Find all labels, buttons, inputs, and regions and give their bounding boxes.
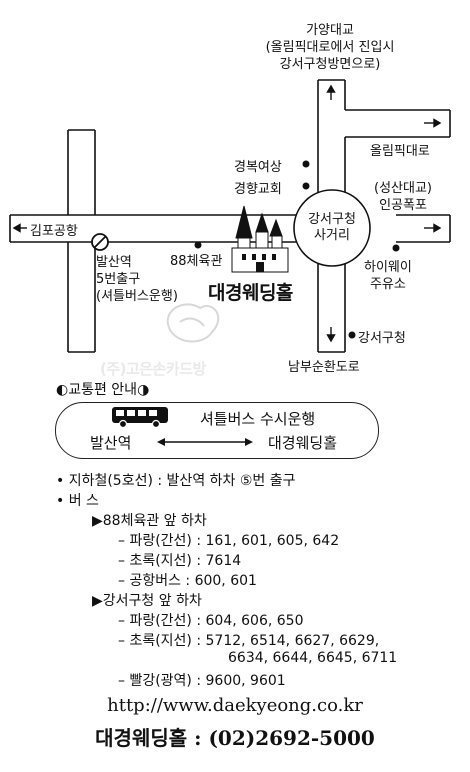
transport-heading: ◐교통편 안내◑: [56, 382, 150, 398]
website-url[interactable]: http://www.daekyeong.co.kr: [107, 695, 363, 716]
subway-icon: [91, 233, 109, 251]
transport-line: – 파랑(간선) : 604, 606, 650: [118, 613, 304, 629]
arrow-left-icon: [12, 223, 27, 233]
transport-line: – 초록(지선) : 7614: [118, 553, 242, 569]
gimpo-label: 김포공항: [30, 224, 78, 239]
arrow-right-icon: [424, 118, 442, 128]
balsan-line-3: (셔틀버스운행): [96, 289, 178, 304]
arrow-up-icon: [326, 84, 336, 100]
gyeongbok-label: 경복여상: [234, 160, 282, 175]
castle-icon: [231, 205, 289, 273]
shuttle-title: 셔틀버스 수시운행: [200, 410, 316, 428]
highway-line-1: 하이웨이: [364, 260, 412, 275]
double-arrow-icon: [157, 438, 253, 446]
transport-line: – 빨강(광역) : 9600, 9601: [118, 673, 286, 689]
north-line-2: (올림픽대로에서 진입시: [265, 40, 395, 55]
transport-line: – 초록(지선) : 5712, 6514, 6627, 6629,: [118, 633, 380, 649]
balsan-line-1: 발산역: [96, 255, 132, 270]
balsan-line-2: 5번출구: [96, 272, 141, 287]
junction-circle: [293, 189, 371, 267]
watermark-logo-icon: [166, 303, 220, 343]
junction-line-1: 강서구청: [308, 212, 356, 227]
transport-line: – 공항버스 : 600, 601: [118, 573, 257, 589]
landmark-dot: [302, 182, 310, 190]
seongsan-line-1: (성산대교): [374, 181, 432, 196]
shuttle-from: 발산역: [90, 434, 132, 452]
arrow-right-icon: [424, 223, 442, 233]
transport-line: • 버 스: [56, 493, 99, 509]
transport-line: ▶88체육관 앞 하차: [92, 513, 207, 529]
arrow-down-icon: [326, 327, 336, 343]
seongsan-line-2: 인공폭포: [379, 198, 427, 213]
landmark-dot: [194, 241, 202, 249]
watermark-text: (주)고은손카드방: [100, 360, 206, 378]
balsan-label: 발산역 5번출구 (셔틀버스운행): [96, 254, 178, 305]
gangseo-office-label: 강서구청: [358, 331, 406, 346]
highway-line-2: 주유소: [369, 277, 406, 292]
shuttle-to: 대경웨딩홀: [268, 434, 338, 452]
transport-line: – 파랑(간선) : 161, 601, 605, 642: [118, 533, 340, 549]
transport-line: • 지하철(5호선) : 발산역 하차 ⑤번 출구: [56, 473, 296, 489]
landmark-dot: [392, 244, 400, 252]
road-map: [9, 79, 451, 353]
highway-label: 하이웨이 주유소: [364, 259, 412, 293]
bus-icon: [112, 407, 168, 429]
shuttle-box: [55, 402, 379, 459]
nambu-label: 남부순환도로: [288, 360, 360, 375]
north-direction-label: 가양대교 (올림픽대로에서 진입시 강서구청방면으로): [240, 22, 420, 73]
north-line-1: 가양대교: [306, 23, 354, 38]
gyeonghyang-label: 경향교회: [234, 182, 282, 197]
junction-label: 강서구청 사거리: [298, 212, 366, 244]
venue-label: 대경웨딩홀: [208, 282, 293, 304]
landmark-dot: [302, 160, 310, 168]
olympic-road-label: 올림픽대로: [370, 144, 430, 159]
seongsan-label: (성산대교) 인공폭포: [374, 180, 432, 214]
transport-line: ▶강서구청 앞 하차: [92, 593, 202, 609]
transport-line: 6634, 6644, 6645, 6711: [228, 650, 398, 666]
junction-line-2: 사거리: [314, 228, 350, 243]
stadium-label: 88체육관: [170, 254, 223, 269]
north-line-3: 강서구청방면으로): [279, 57, 381, 72]
landmark-dot: [348, 331, 356, 339]
contact-line: 대경웨딩홀 : (02)2692-5000: [95, 726, 375, 750]
